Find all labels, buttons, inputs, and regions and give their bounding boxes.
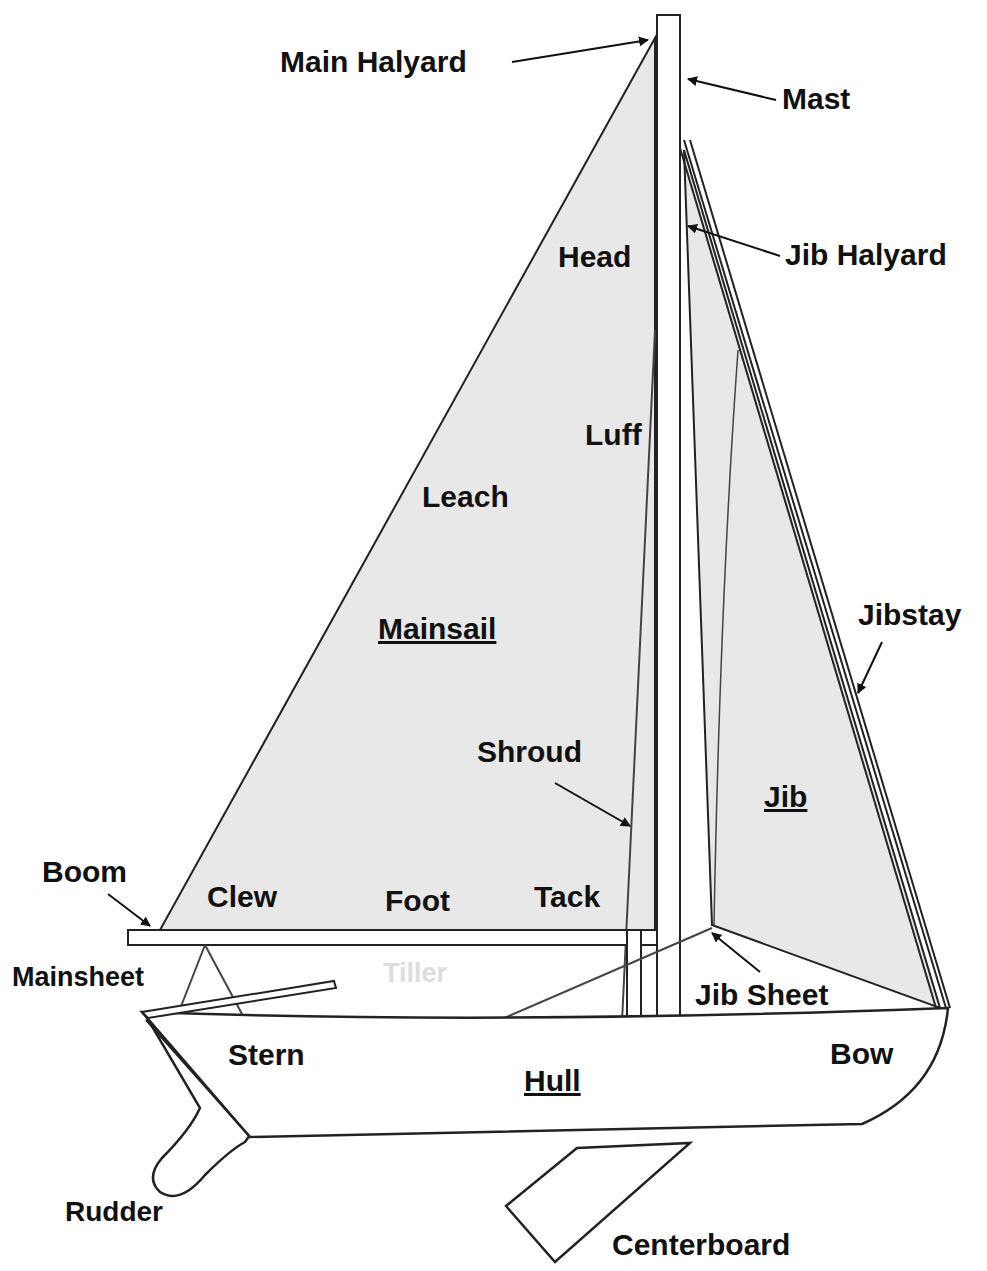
sail-part-label: Clew: [207, 880, 277, 914]
hull-name: Hull: [524, 1064, 581, 1098]
pointer-label: Main Halyard: [280, 45, 467, 79]
sail-part-label: Foot: [385, 884, 450, 918]
pointer-label: Mast: [782, 82, 850, 116]
sail-part-label: Head: [558, 240, 631, 274]
sail-name: Jib: [764, 780, 807, 814]
pointer-label: Jibstay: [858, 598, 961, 632]
boom: [128, 930, 657, 945]
part-label: Rudder: [65, 1195, 163, 1229]
jibstay: [690, 140, 950, 1008]
mainsail: [160, 38, 655, 930]
hull-part-label: Bow: [830, 1037, 893, 1071]
jibstay: [684, 140, 946, 1008]
jib-halyard: [680, 148, 936, 1008]
mast: [657, 15, 680, 1022]
part-label: Tiller: [383, 956, 447, 990]
hull: [142, 1008, 948, 1137]
pointer-label: Boom: [42, 855, 127, 889]
hull-part-label: Stern: [228, 1038, 305, 1072]
jib-sheet: [495, 928, 712, 1022]
part-label: Centerboard: [612, 1228, 790, 1262]
pointer-label: Jib Halyard: [785, 238, 947, 272]
jib-sail: [684, 150, 940, 1008]
pointer-label: Shroud: [477, 735, 582, 769]
tiller: [142, 981, 336, 1018]
sail-part-label: Luff: [585, 418, 642, 452]
sail-part-label: Leach: [422, 480, 509, 514]
sail-name: Mainsail: [378, 612, 496, 646]
sail-part-label: Tack: [534, 880, 600, 914]
pointer-label: Jib Sheet: [695, 978, 828, 1012]
part-label: Mainsheet: [12, 960, 144, 994]
